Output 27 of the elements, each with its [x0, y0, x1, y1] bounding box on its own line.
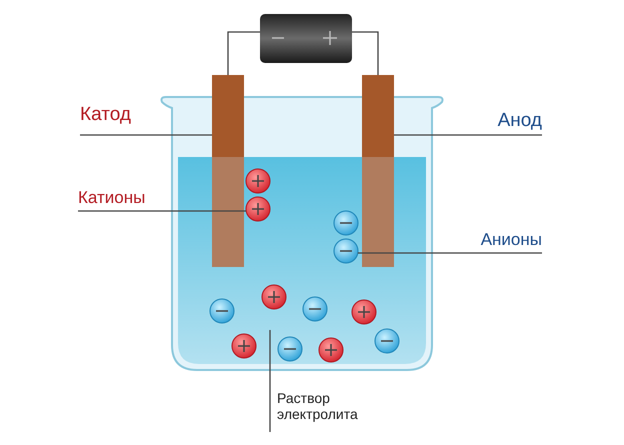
anion-sphere	[334, 238, 358, 264]
cation-sphere	[262, 284, 286, 310]
leader-line	[358, 252, 542, 254]
cation-sphere	[246, 196, 270, 222]
cation-sphere	[318, 338, 344, 362]
leader-line	[269, 330, 271, 432]
anion-sphere	[374, 328, 400, 354]
anion-sphere	[278, 336, 302, 362]
cation-sphere	[246, 168, 270, 194]
callout-label: Анионы	[480, 230, 542, 250]
leader-line	[394, 134, 542, 136]
anion-sphere	[302, 296, 328, 322]
callout-label: Катионы	[78, 188, 146, 208]
callout-label: Катод	[80, 104, 132, 126]
wire	[352, 31, 379, 75]
cation-sphere	[352, 300, 376, 324]
battery-drawing	[260, 14, 352, 63]
callout-label: Раствор электролита	[277, 390, 359, 422]
anion-sphere	[210, 298, 234, 324]
anion-sphere	[334, 210, 358, 236]
wire	[227, 31, 260, 75]
electrode-plate	[212, 75, 244, 267]
cation-sphere	[232, 334, 256, 358]
electrode-plate	[362, 75, 394, 267]
callout-label: Анод	[496, 110, 542, 132]
leader-line	[80, 134, 212, 136]
leader-line	[78, 210, 246, 212]
